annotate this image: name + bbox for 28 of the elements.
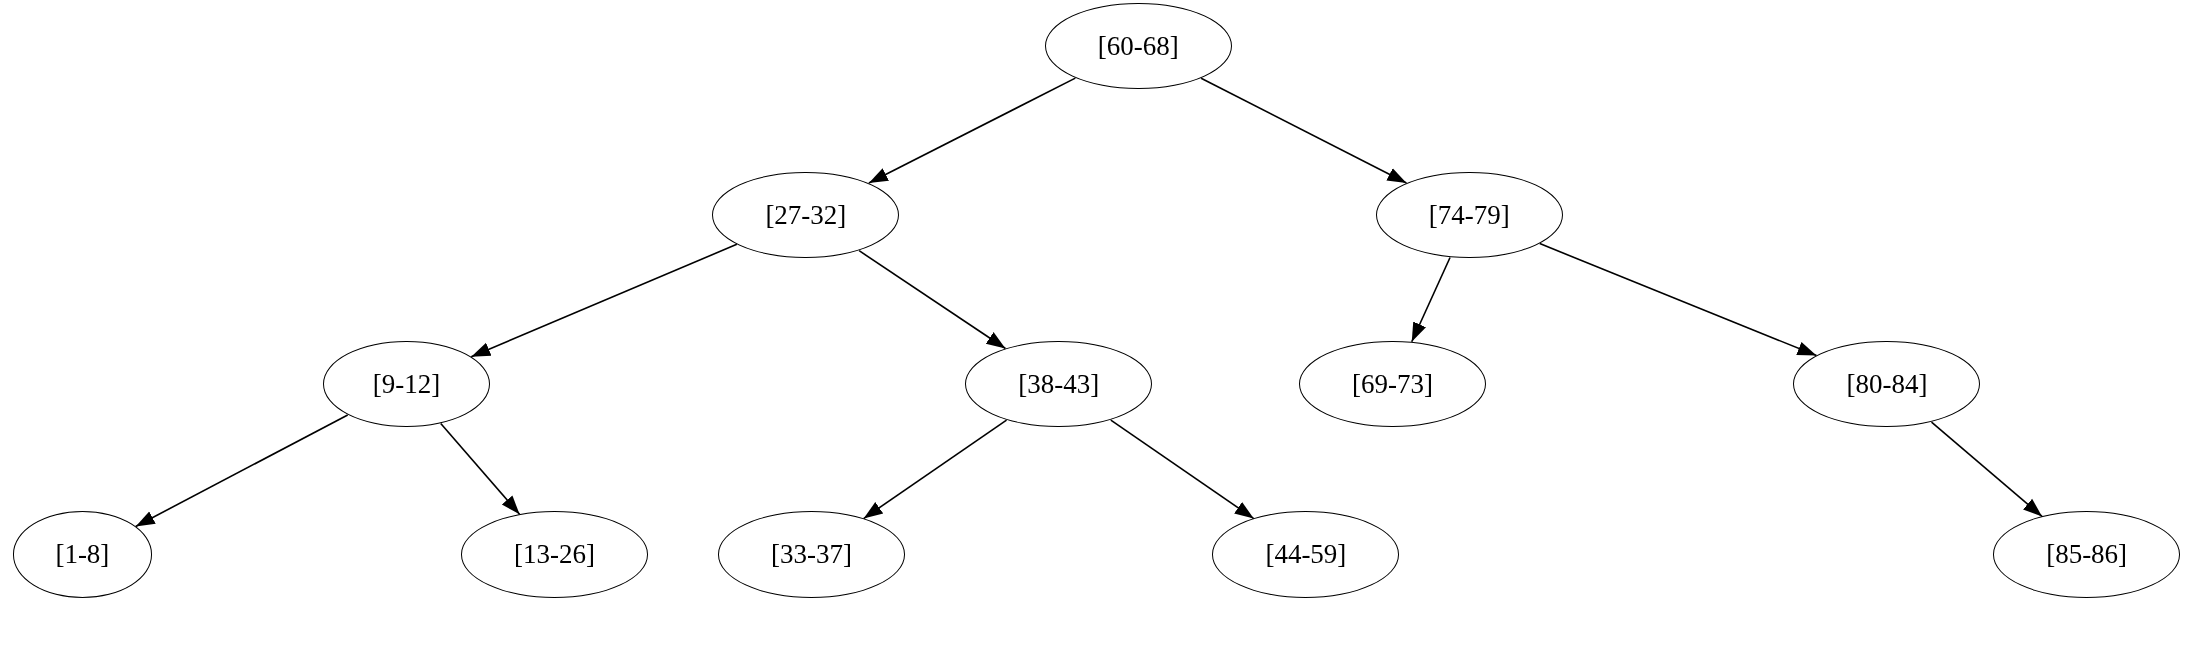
arrow [1538,242,1818,357]
arrow [1200,77,1408,184]
node-label: [69-73] [1352,368,1433,400]
ellipse-node [460,511,649,598]
node-label: [13-26] [513,538,595,570]
node-label: [38-43] [1018,368,1100,400]
node-label: [33-37] [770,538,852,570]
node-label: [27-32] [765,199,847,231]
node-label: [85-86] [2046,538,2128,570]
arrow [134,414,349,528]
node-label: [1-8] [55,538,110,570]
ellipse-node [1993,511,2181,598]
ellipse-node [1212,511,1400,598]
ellipse-node [717,511,906,598]
arrow [862,419,1008,520]
arrow [1410,256,1451,343]
node-label: [80-84] [1846,368,1928,400]
arrow [868,77,1077,184]
node-label: [60-68] [1097,30,1179,62]
arrow [439,422,521,516]
node-label: [44-59] [1265,538,1347,570]
ellipse-node [12,511,153,598]
arrow [1110,419,1255,520]
node-label: [74-79] [1428,199,1510,231]
arrow [1930,421,2043,518]
node-label: [9-12] [372,368,441,400]
arrow [470,243,738,358]
arrow [858,249,1007,350]
